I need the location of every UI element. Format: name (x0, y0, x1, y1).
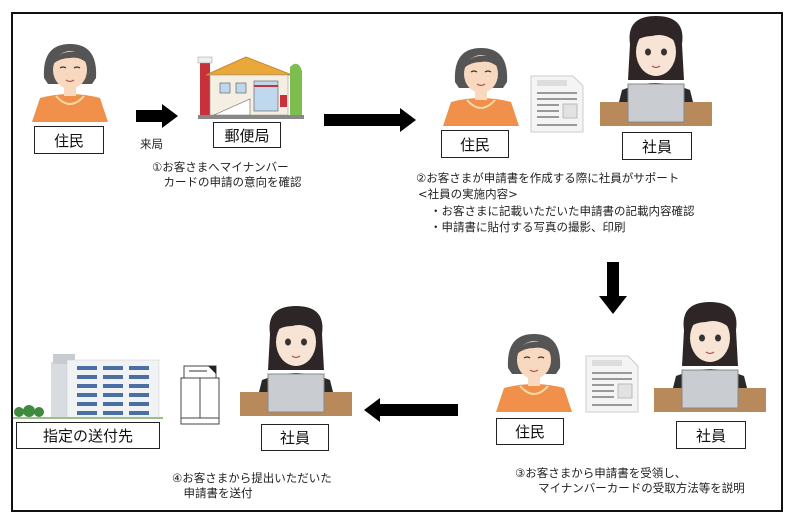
resident-label: 住民 (459, 135, 490, 154)
staff-label-box: 社員 (622, 132, 692, 160)
post-office-label: 郵便局 (224, 126, 270, 145)
destination-label-box: 指定の送付先 (16, 422, 160, 449)
resident-label-box: 住民 (496, 418, 564, 445)
step2-caption-item: ・お客さまに記載いただいた申請書の記載内容確認 (430, 204, 695, 218)
resident-icon (496, 334, 572, 412)
staff-label: 社員 (279, 429, 310, 447)
arrow-down-icon (599, 262, 627, 314)
staff-icon (240, 306, 352, 416)
step3-caption: ③お客さまから申請書を受領し、 マイナンバーカードの受取方法等を説明 (515, 466, 745, 495)
staff-label-box: 社員 (261, 424, 329, 451)
resident-label: 住民 (53, 131, 84, 150)
arrow-left-icon (364, 398, 458, 422)
staff-icon (654, 302, 766, 412)
step2-caption-title: ②お客さまが申請書を作成する際に社員がサポート (416, 171, 680, 185)
resident-label-box: 住民 (441, 130, 509, 158)
resident-icon (32, 44, 108, 122)
staff-icon (600, 16, 712, 126)
envelope-icon (180, 365, 220, 425)
office-building-icon (13, 354, 163, 419)
step2-caption-subtitle: <社員の実施内容> (418, 187, 518, 201)
step1-caption: ①お客さまへマイナンバー カードの申請の意向を確認 (152, 160, 302, 189)
step4-caption: ④お客さまから提出いただいた 申請書を送付 (172, 471, 332, 500)
post-office-icon (197, 56, 304, 119)
arrow-right-long-icon (324, 108, 416, 132)
staff-label-box: 社員 (676, 421, 746, 449)
resident-icon (443, 48, 519, 126)
destination-label: 指定の送付先 (42, 427, 133, 445)
staff-label: 社員 (641, 137, 672, 156)
post-office-label-box: 郵便局 (213, 122, 281, 148)
step2-caption-item: ・申請書に貼付する写真の撮影、印刷 (430, 220, 626, 234)
resident-label: 住民 (514, 423, 545, 441)
application-form-icon (530, 75, 584, 133)
resident-label-box: 住民 (34, 126, 104, 154)
application-form-icon (585, 355, 639, 413)
arrow-label-visit: 来局 (140, 137, 163, 151)
arrow-right-icon (136, 104, 178, 128)
staff-label: 社員 (695, 426, 726, 445)
